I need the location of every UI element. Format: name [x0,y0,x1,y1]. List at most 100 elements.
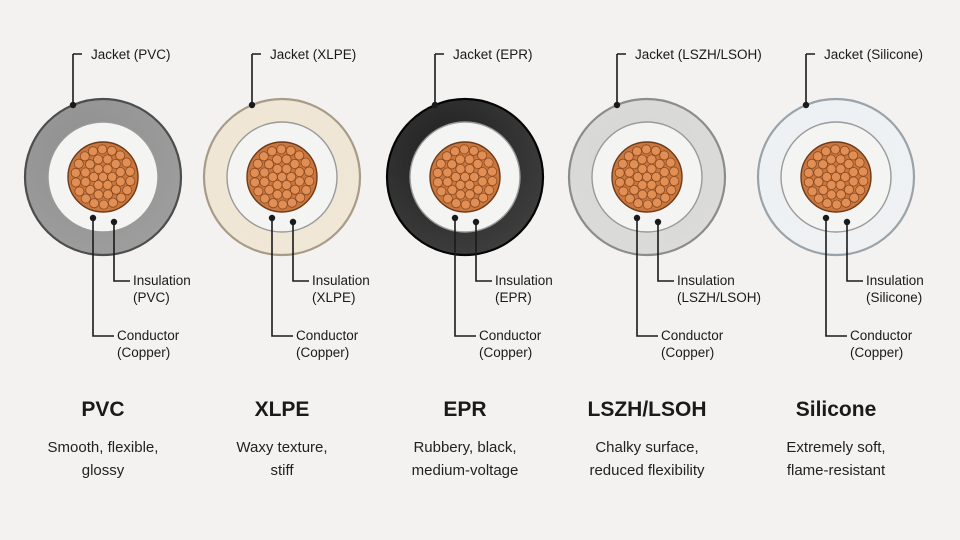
lszh-description: Chalky surface, reduced flexibility [557,436,737,482]
pvc-copper-strand [115,176,126,187]
pvc-title: PVC [81,398,125,421]
lszh-copper-strand [652,197,663,208]
lszh-description-line-1: Chalky surface, [595,439,699,456]
silicone-copper-strand [843,158,854,169]
silicone-copper-strand [839,145,850,156]
lszh-jacket-leader [616,53,626,105]
xlpe-copper-strand [276,144,287,155]
epr-copper-strand [442,176,453,187]
pvc-copper-strand [93,179,104,190]
lszh-copper-strand [637,154,648,165]
epr-copper-strand [447,184,458,195]
epr-copper-strand [432,177,443,188]
lszh-conductor-label-2: (Copper) [661,345,715,360]
silicone-copper-strand [813,176,824,187]
lszh-copper-strand [614,167,625,178]
pvc-copper-strand [93,163,104,174]
lszh-copper-strand [659,176,670,187]
lszh-copper-strand [618,186,629,197]
pvc-copper-strand [80,167,91,178]
xlpe-conductor-label-1: Conductor [296,328,359,343]
xlpe-copper-strand [249,167,260,178]
pvc-copper-strand [107,171,118,182]
pvc-copper-strand [102,154,113,165]
lszh-title: LSZH/LSOH [587,398,707,421]
epr-copper-strand [487,176,498,187]
lszh-copper-strand [629,159,640,170]
silicone-copper-strand [826,154,837,165]
pvc-insulation-label-2: (PVC) [133,290,170,305]
lszh-copper-strand [624,176,635,187]
silicone-copper-strand [806,158,817,169]
xlpe-copper-strand [281,189,292,200]
pvc-copper-strand [111,184,122,195]
silicone-insulation-label-2: (Silicone) [866,290,923,305]
silicone-copper-strand [821,146,832,157]
epr-copper-strand [432,167,443,178]
epr-copper-strand [469,171,480,182]
epr-copper-strand [477,167,488,178]
epr-copper-strand [455,154,466,165]
epr-conductor-label-1: Conductor [479,328,542,343]
xlpe-copper-strand [286,171,297,182]
epr-copper-strand [435,158,446,169]
epr-copper-strand [455,189,466,200]
lszh-description-line-2: reduced flexibility [589,462,705,479]
silicone-copper-strand [848,150,859,161]
xlpe-copper-strand [304,166,315,177]
pvc-jacket-leader-dot [69,101,77,109]
silicone-copper-strand [849,192,860,203]
xlpe-conductor-label-2: (Copper) [296,345,350,360]
epr-conductor-leader [454,218,476,337]
lszh-conductor-leader-dot [633,214,641,222]
silicone-description: Extremely soft,flame-resistant [746,436,926,482]
lszh-copper-strand [666,185,677,196]
silicone-copper-strand [826,163,837,174]
silicone-jacket-leader [805,53,815,105]
epr-copper-strand [483,157,494,168]
silicone-copper-strand [848,176,859,187]
xlpe-jacket-leader [251,53,261,105]
lszh-copper-strand [655,184,666,195]
epr-insulation-label-1: Insulation [495,273,553,288]
xlpe-copper-strand [277,199,288,210]
epr-copper-strand [464,163,475,174]
xlpe-copper-strand [289,184,300,195]
lszh-copper-strand [650,145,661,156]
silicone-copper-strand [858,176,869,187]
lszh-copper-strand [665,157,676,168]
pvc-conductor-leader-dot [89,214,97,222]
pvc-copper-strand [73,158,84,169]
silicone-conductor-label-2: (Copper) [850,345,904,360]
pvc-copper-strand [70,167,81,178]
xlpe-title: XLPE [254,398,310,421]
silicone-copper-strand [826,179,837,190]
epr-jacket-leader [434,53,444,105]
epr-copper-strand [446,159,457,170]
epr-copper-strand [449,146,460,157]
silicone-conductor-leader-dot [822,214,830,222]
lszh-insulation-label-1: Insulation [677,273,735,288]
epr-copper-strand [487,166,498,177]
pvc-jacket-leader [72,53,82,105]
xlpe-copper-strand [266,146,277,157]
xlpe-copper-strand [289,158,300,169]
lszh-insulation-leader-dot [654,218,662,226]
lszh-copper-strand [624,193,635,204]
pvc-jacket-label: Jacket (PVC) [91,47,171,62]
pvc-copper-strand [93,154,104,165]
lszh-copper-strand [646,189,657,200]
pvc-copper-strand [97,144,108,155]
pvc-copper-strand [88,146,99,157]
lszh-copper-strand [646,154,657,165]
silicone-insulation-leader-dot [843,218,851,226]
pvc-insulation-leader-dot [110,218,118,226]
xlpe-copper-strand [272,154,283,165]
pvc-copper-strand [98,199,109,210]
xlpe-copper-strand [301,185,312,196]
epr-copper-strand [478,192,489,203]
xlpe-jacket-label: Jacket (XLPE) [270,47,357,62]
epr-copper-strand [442,167,453,178]
xlpe-copper-strand [286,197,297,208]
